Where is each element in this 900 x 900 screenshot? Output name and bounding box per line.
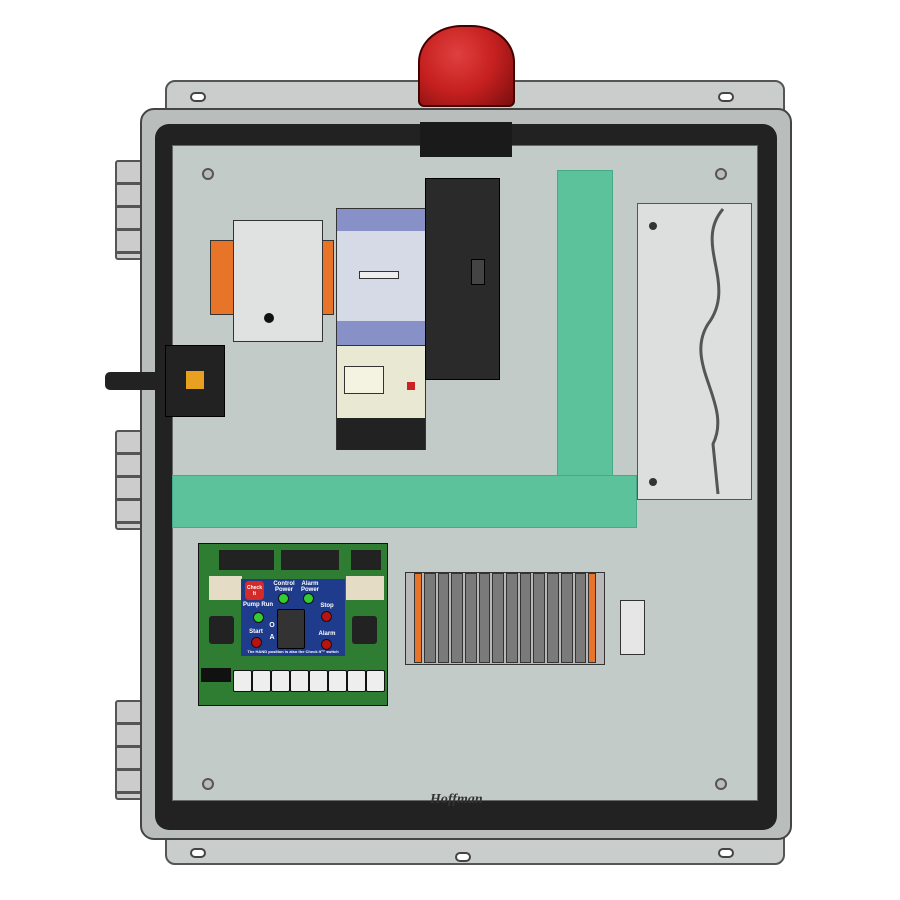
disconnect-handle[interactable]: [105, 372, 170, 390]
mounting-hole: [718, 92, 734, 102]
wire-duct-vertical: [557, 170, 613, 480]
mounting-hole: [190, 92, 206, 102]
alarm-beacon-light: [418, 25, 515, 107]
plug-receptacle: [165, 345, 225, 417]
screw: [202, 778, 214, 790]
terminal-block-rail: [405, 572, 605, 665]
control-power-led: [278, 593, 289, 604]
start-led: [251, 637, 262, 648]
control-board: Check It Control Power Alarm Power Pump …: [198, 543, 388, 706]
terminal-block: [423, 573, 436, 663]
hinge: [115, 160, 143, 260]
terminal: [252, 670, 271, 692]
label-start: Start: [249, 629, 263, 635]
terminal: [309, 670, 328, 692]
terminal-block: [547, 573, 559, 663]
ground-lug: [620, 600, 645, 655]
terminal: [366, 670, 385, 692]
stop-led: [321, 611, 332, 622]
footer-note: The HAND position is also the Check It™ …: [247, 649, 339, 654]
button-right[interactable]: [352, 616, 377, 644]
terminal: [271, 670, 290, 692]
end-stop: [414, 573, 422, 663]
transformer: [233, 220, 323, 342]
label-pump-run: Pump Run: [243, 602, 273, 608]
terminal: [347, 670, 366, 692]
terminal-block: [437, 573, 450, 663]
screw: [202, 168, 214, 180]
label-alarm-power: Alarm Power: [300, 581, 319, 593]
terminal-block: [506, 573, 518, 663]
terminal-block: [451, 573, 463, 663]
terminal-block: [533, 573, 546, 663]
terminal-strip: [233, 670, 385, 692]
contactor: [336, 208, 426, 345]
terminal-block: [492, 573, 505, 663]
mounting-hole: [455, 852, 471, 862]
label-auto: A: [269, 634, 275, 641]
mounting-hole: [718, 848, 734, 858]
label-control-power: Control Power: [273, 581, 295, 593]
terminal-block: [464, 573, 477, 663]
terminal-block: [560, 573, 573, 663]
relay-contactor-black: [425, 178, 500, 380]
terminal: [290, 670, 309, 692]
alarm-led: [321, 639, 332, 650]
hinge: [115, 430, 143, 530]
hand-off-auto-switch[interactable]: [277, 609, 305, 649]
wire-duct-horizontal: [172, 475, 637, 528]
screw: [715, 168, 727, 180]
indicator-panel: Check It Control Power Alarm Power Pump …: [241, 579, 345, 656]
brand-logo: Hoffman: [430, 792, 483, 807]
overload-relay: [336, 345, 426, 450]
check-it-logo: Check It: [245, 581, 264, 600]
screw: [715, 778, 727, 790]
label-stop: Stop: [320, 603, 334, 609]
terminal: [328, 670, 347, 692]
terminal: [233, 670, 252, 692]
pump-run-led: [253, 612, 264, 623]
label-off: O: [269, 622, 275, 629]
button-left[interactable]: [209, 616, 234, 644]
beacon-base: [420, 122, 512, 157]
small-terminal: [201, 668, 231, 682]
alarm-power-led: [303, 593, 314, 604]
end-stop: [588, 573, 597, 663]
terminal-block: [574, 573, 587, 663]
terminal-block: [478, 573, 491, 663]
terminal-block: [519, 573, 532, 663]
hinge: [115, 700, 143, 800]
mounting-hole: [190, 848, 206, 858]
label-alarm: Alarm: [318, 631, 336, 637]
mounting-bracket: [637, 203, 752, 500]
